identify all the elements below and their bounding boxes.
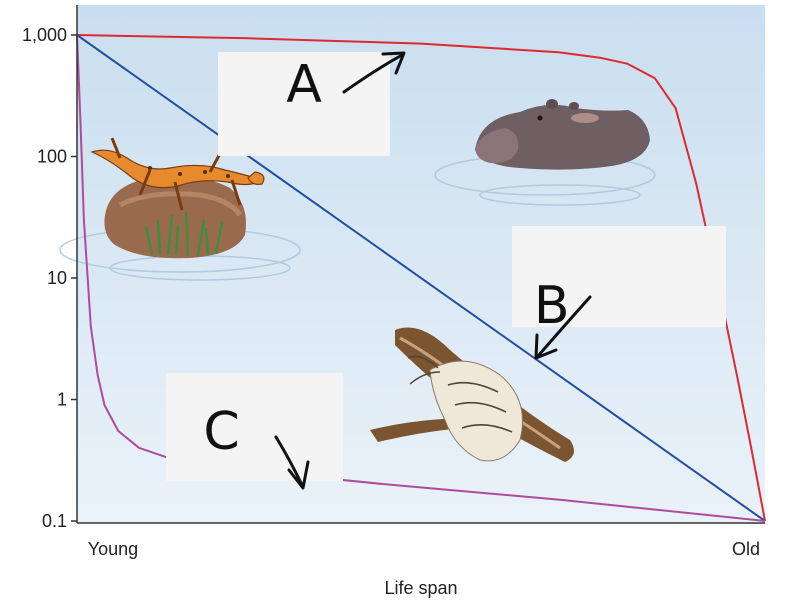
label-box-a[interactable] bbox=[218, 52, 390, 156]
arrow-a bbox=[342, 53, 404, 94]
arrow-b bbox=[536, 295, 592, 358]
label-box-c[interactable] bbox=[166, 373, 343, 481]
y-tick-label: 100 bbox=[37, 147, 67, 167]
y-tick-label: 1 bbox=[57, 390, 67, 410]
handwritten-arrows bbox=[274, 51, 592, 490]
y-tick-label: 0.1 bbox=[42, 511, 67, 531]
annotation-b: B bbox=[534, 276, 570, 336]
annotation-a: A bbox=[286, 54, 322, 114]
y-tick-label: 1,000 bbox=[22, 25, 67, 45]
x-tick-label: Old bbox=[732, 539, 760, 559]
survival-curve-type-2 bbox=[76, 34, 766, 522]
x-tick-label: Young bbox=[88, 539, 138, 559]
annotation-c: C bbox=[203, 402, 239, 462]
salamander-icon bbox=[90, 137, 265, 259]
y-tick-label: 10 bbox=[47, 268, 67, 288]
x-axis-title: Life span bbox=[384, 578, 457, 598]
moth-icon bbox=[370, 327, 574, 462]
arrow-c bbox=[274, 435, 304, 487]
label-box-b[interactable] bbox=[512, 226, 726, 327]
survival-curve-type-1 bbox=[76, 34, 766, 522]
survival-curve-type-3 bbox=[76, 34, 766, 522]
hippo-icon bbox=[475, 99, 650, 170]
